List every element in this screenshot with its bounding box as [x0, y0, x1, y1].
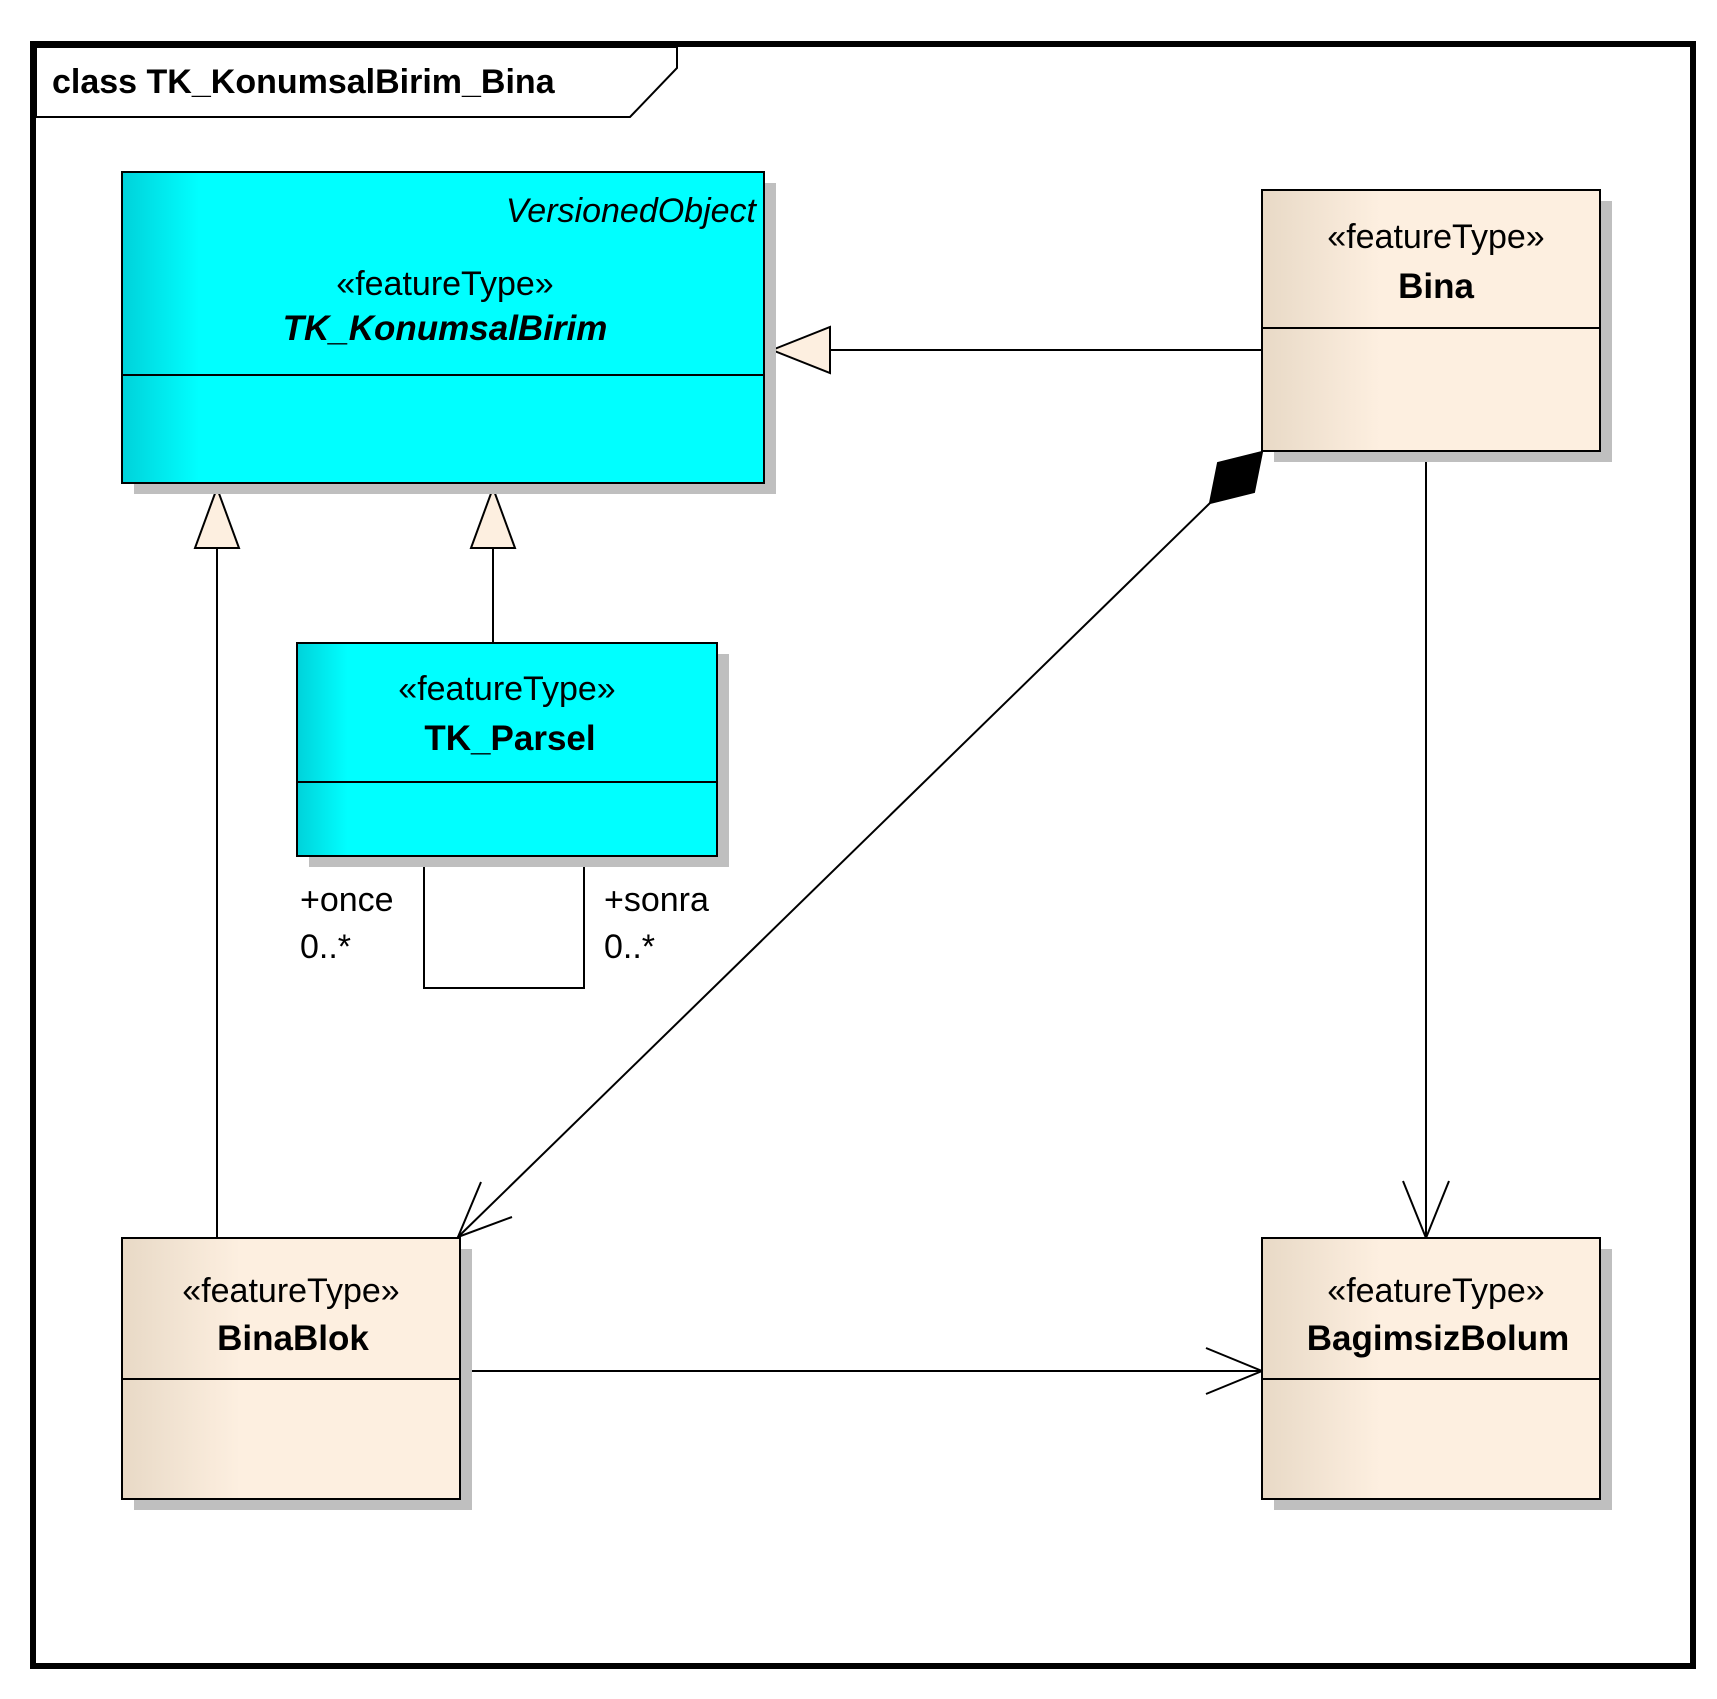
class-stereotype: «featureType»	[336, 265, 553, 303]
class-name: Bina	[1398, 267, 1474, 306]
class-tk-konumsalbirim[interactable]: VersionedObject «featureType» TK_Konumsa…	[121, 171, 776, 494]
frame-title-tab	[35, 46, 678, 118]
class-stereotype: «featureType»	[182, 1272, 399, 1310]
generalization-arrowhead-binablok	[193, 485, 241, 549]
class-stereotype: «featureType»	[398, 670, 615, 708]
multiplicity-sonra: 0..*	[604, 928, 655, 966]
generalization-arrowhead-parsel	[469, 485, 517, 549]
generalization-arrowhead-bina	[769, 325, 831, 375]
class-box	[121, 171, 765, 484]
class-name: TK_KonumsalBirim	[283, 309, 608, 348]
parsel-self-association[interactable]	[423, 858, 585, 989]
role-sonra: +sonra	[604, 881, 709, 919]
class-bina[interactable]: «featureType» Bina	[1261, 189, 1612, 462]
class-name: BagimsizBolum	[1307, 1319, 1570, 1358]
class-stereotype: «featureType»	[1327, 1272, 1544, 1310]
multiplicity-once: 0..*	[300, 928, 351, 966]
composition-line-bina-binablok[interactable]	[457, 502, 1211, 1238]
class-tag: VersionedObject	[506, 192, 758, 230]
frame-title: class TK_KonumsalBirim_Bina	[52, 63, 556, 101]
class-tk-parsel[interactable]: «featureType» TK_Parsel	[296, 642, 729, 867]
class-binablok[interactable]: «featureType» BinaBlok	[121, 1237, 472, 1510]
class-box	[296, 642, 718, 857]
class-box	[1261, 1237, 1601, 1500]
composition-diamond	[1208, 450, 1264, 505]
class-stereotype: «featureType»	[1327, 218, 1544, 256]
class-name: TK_Parsel	[424, 719, 595, 758]
class-box	[121, 1237, 461, 1500]
class-box	[1261, 189, 1601, 452]
class-name: BinaBlok	[217, 1319, 369, 1358]
role-once: +once	[300, 881, 394, 919]
class-bagimsizbolum[interactable]: «featureType» BagimsizBolum	[1261, 1237, 1612, 1510]
